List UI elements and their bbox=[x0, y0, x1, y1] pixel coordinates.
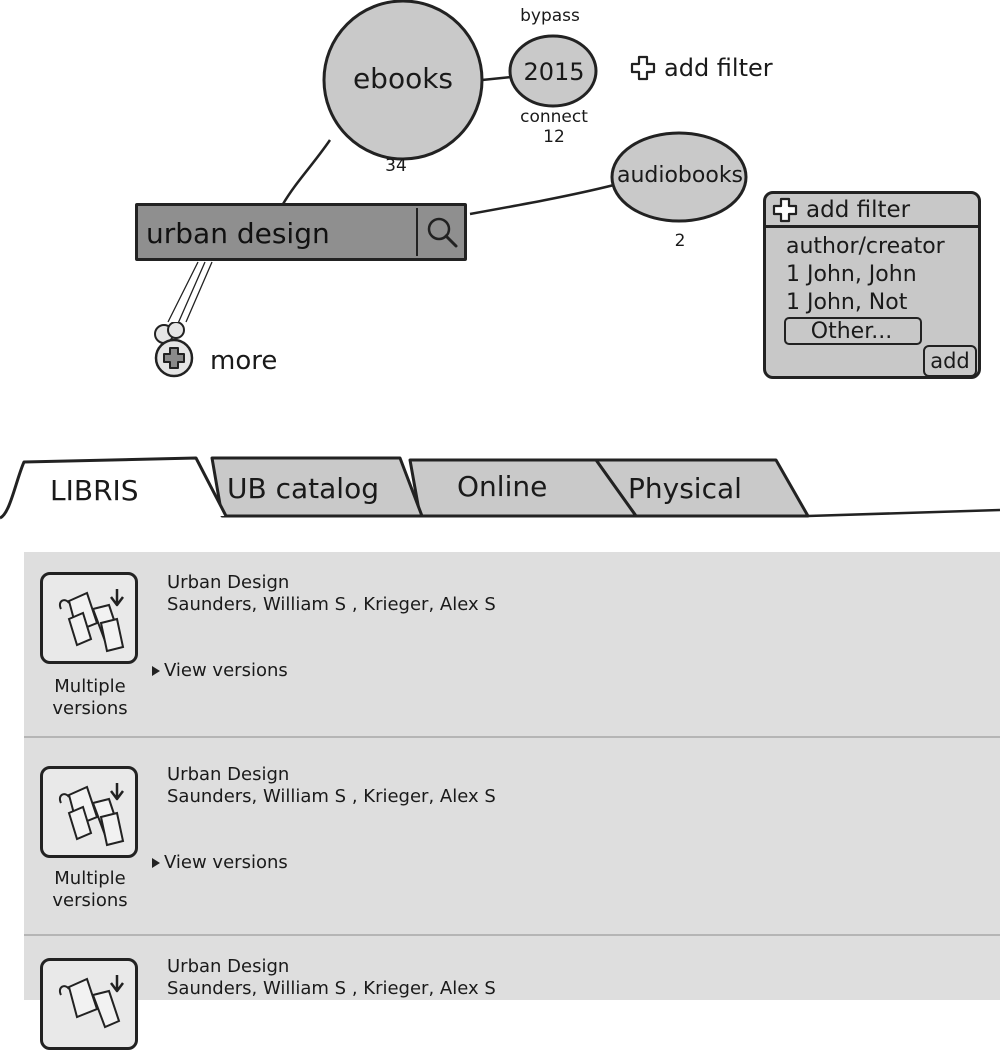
ebooks-label: ebooks bbox=[352, 62, 454, 95]
tab-online[interactable]: Online bbox=[457, 470, 548, 503]
result-item[interactable]: Urban Design Saunders, William S , Krieg… bbox=[24, 936, 1000, 1050]
tab-shape-ub-catalog bbox=[210, 456, 424, 518]
filter-category: author/creator bbox=[786, 234, 945, 259]
filter-option[interactable]: 1 John, John bbox=[786, 262, 917, 287]
result-title[interactable]: Urban Design bbox=[167, 956, 290, 977]
more-plus-icon bbox=[154, 321, 194, 378]
filter-other-button[interactable]: Other... bbox=[784, 317, 922, 345]
triangle-right-icon bbox=[152, 857, 160, 868]
result-authors: Saunders, William S , Krieger, Alex S bbox=[167, 786, 496, 807]
view-versions-link[interactable]: View versions bbox=[152, 852, 288, 873]
tab-ub-catalog[interactable]: UB catalog bbox=[227, 472, 379, 505]
audiobooks-count: 2 bbox=[674, 231, 686, 251]
year-top-label: bypass bbox=[520, 6, 580, 26]
year-sublabel: connect bbox=[520, 107, 588, 127]
result-caption: Multiple versions bbox=[52, 868, 128, 911]
view-versions-label: View versions bbox=[164, 660, 288, 681]
search-input[interactable] bbox=[146, 215, 406, 251]
more-button[interactable]: more bbox=[152, 321, 292, 382]
tab-shape-online bbox=[408, 458, 638, 518]
triangle-right-icon bbox=[152, 665, 160, 676]
tab-bar bbox=[0, 456, 1000, 520]
facet-graph bbox=[167, 0, 748, 329]
result-item[interactable]: Multiple versions Urban Design Saunders,… bbox=[24, 552, 1000, 738]
filter-option[interactable]: 1 John, Not bbox=[786, 290, 908, 315]
connector-search-more bbox=[167, 261, 213, 329]
filter-panel: add filter author/creator 1 John, John 1… bbox=[763, 191, 981, 379]
audiobooks-bubble[interactable] bbox=[610, 131, 748, 223]
ebooks-bubble[interactable] bbox=[322, 0, 484, 161]
search-icon bbox=[427, 217, 458, 248]
results-list: Multiple versions Urban Design Saunders,… bbox=[24, 552, 1000, 1050]
view-versions-label: View versions bbox=[164, 852, 288, 873]
connector-ebooks-year bbox=[481, 75, 513, 82]
search-button[interactable] bbox=[421, 208, 465, 256]
result-title[interactable]: Urban Design bbox=[167, 764, 290, 785]
result-item[interactable]: Multiple versions Urban Design Saunders,… bbox=[24, 738, 1000, 936]
search-divider bbox=[416, 208, 418, 256]
multiple-versions-icon bbox=[40, 766, 138, 858]
plus-icon bbox=[772, 197, 798, 222]
result-title[interactable]: Urban Design bbox=[167, 572, 290, 593]
view-versions-link[interactable]: View versions bbox=[152, 660, 288, 681]
result-authors: Saunders, William S , Krieger, Alex S bbox=[167, 594, 496, 615]
result-authors: Saunders, William S , Krieger, Alex S bbox=[167, 978, 496, 999]
year-bubble[interactable] bbox=[508, 34, 598, 108]
multiple-versions-icon bbox=[40, 958, 138, 1050]
result-caption: Multiple versions bbox=[52, 676, 128, 719]
plus-icon bbox=[630, 55, 656, 81]
multiple-versions-icon bbox=[40, 572, 138, 664]
connector-search-ebooks bbox=[281, 139, 332, 205]
add-filter-button[interactable]: add filter bbox=[630, 52, 773, 84]
add-filter-label: add filter bbox=[664, 54, 773, 82]
connector-search-audiobooks bbox=[469, 183, 615, 216]
tab-shape-libris bbox=[0, 456, 228, 520]
ebooks-count: 34 bbox=[385, 156, 407, 176]
search-bar bbox=[135, 203, 467, 261]
tab-physical[interactable]: Physical bbox=[628, 472, 742, 505]
filter-add-button[interactable]: add bbox=[923, 345, 977, 377]
tab-baseline bbox=[807, 508, 1000, 518]
audiobooks-label: audiobooks bbox=[616, 163, 744, 188]
filter-panel-header[interactable]: add filter bbox=[766, 194, 978, 228]
year-label: 2015 bbox=[523, 58, 585, 86]
more-label: more bbox=[210, 346, 278, 376]
year-count: 12 bbox=[543, 127, 565, 147]
filter-panel-title: add filter bbox=[806, 196, 911, 223]
tab-libris[interactable]: LIBRIS bbox=[50, 474, 139, 507]
